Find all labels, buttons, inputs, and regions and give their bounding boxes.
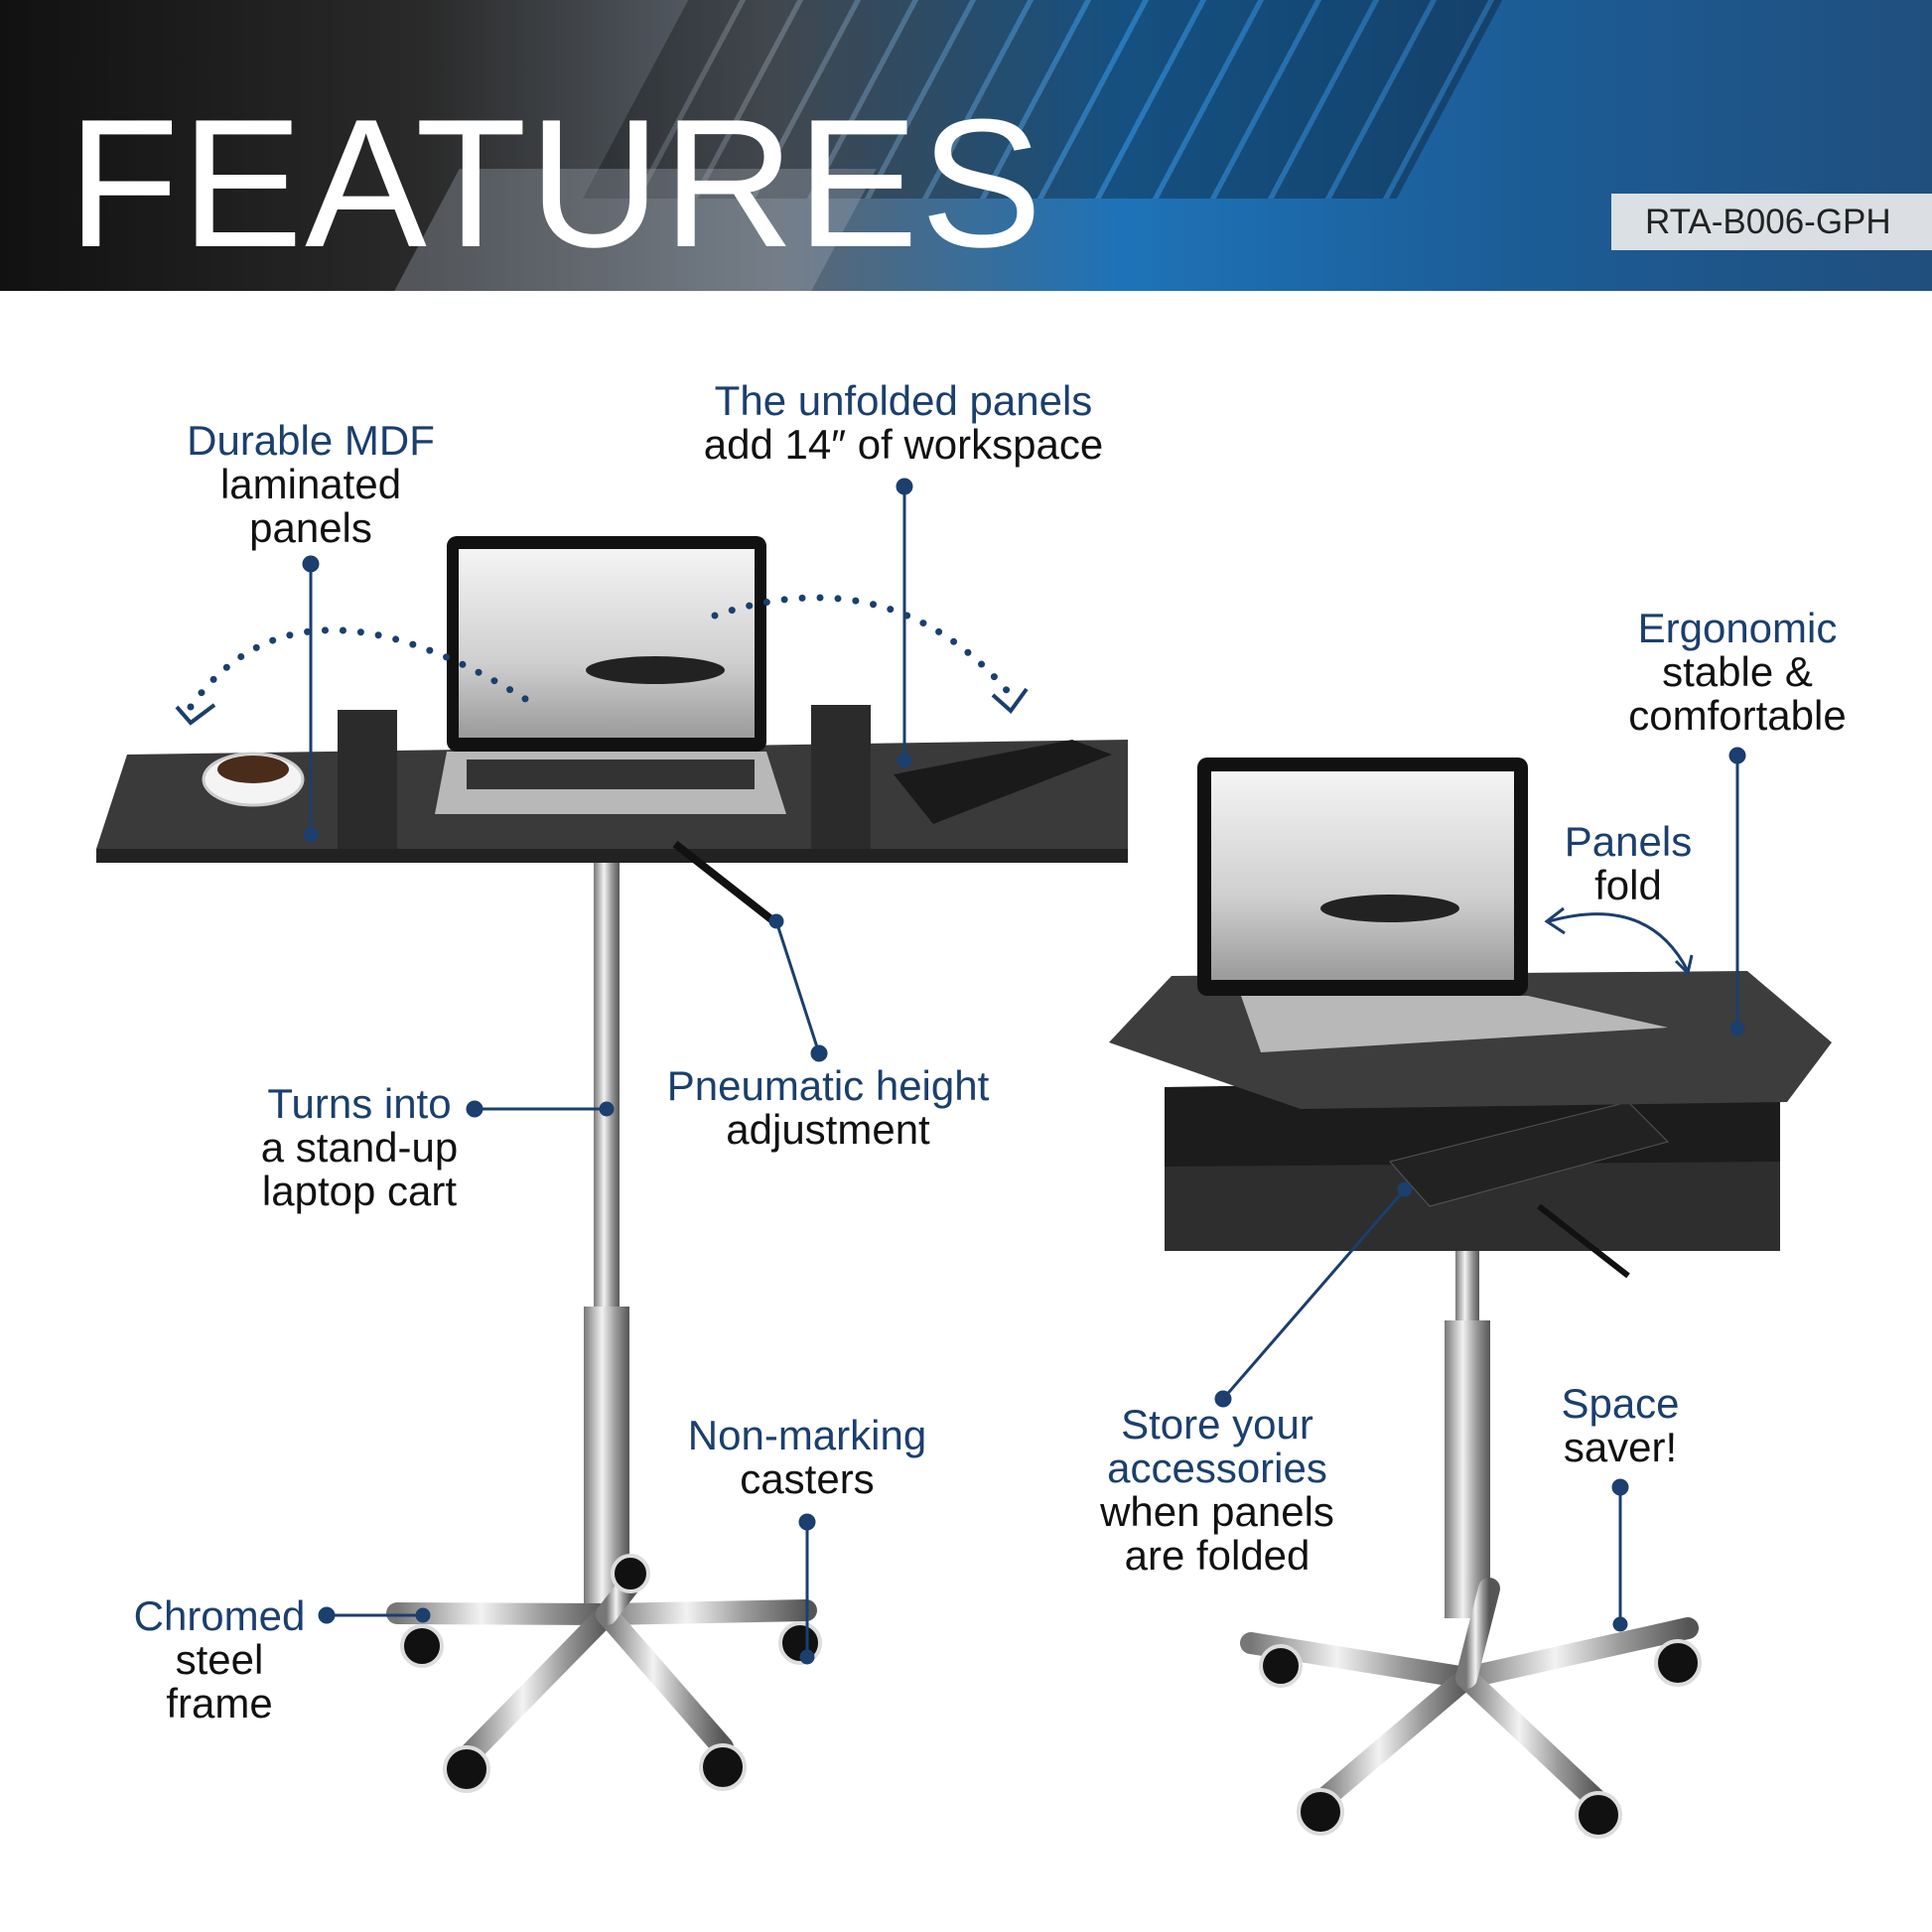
callout-casters: Non-marking casters <box>688 1414 926 1501</box>
callout-highlight: Panels <box>1564 818 1693 865</box>
model-number-badge: RTA-B006-GPH <box>1611 194 1932 250</box>
caster-wheels <box>400 1554 822 1793</box>
folded-cart <box>1109 758 1832 1839</box>
unfold-arrowheads <box>175 687 1029 726</box>
callout-panels-fold: Panels fold <box>1565 820 1692 907</box>
callout-text: adjustment <box>726 1106 930 1153</box>
callout-highlight: Non-marking <box>687 1412 927 1458</box>
callout-text: add 14″ of workspace <box>703 421 1104 468</box>
callout-ergonomic: Ergonomic stable & comfortable <box>1628 607 1846 738</box>
callout-text: steel <box>175 1636 264 1683</box>
callout-text: laminated <box>219 461 402 507</box>
callout-highlight: Durable MDF <box>187 417 435 464</box>
callout-durable-mdf: Durable MDF laminated panels <box>187 419 435 550</box>
callout-highlight: Store your <box>1121 1401 1313 1448</box>
callout-highlight: Turns into <box>267 1080 452 1127</box>
callout-highlight: The unfolded panels <box>714 377 1093 424</box>
callout-highlight: Chromed <box>133 1592 306 1639</box>
leader-lines <box>302 478 1746 1665</box>
callout-unfolded-panels: The unfolded panels add 14″ of workspace <box>704 379 1103 467</box>
page-title: FEATURES <box>68 80 1044 285</box>
callout-text: frame <box>166 1680 273 1726</box>
callout-text: are folded <box>1124 1532 1311 1579</box>
callout-highlight: Ergonomic <box>1637 605 1838 651</box>
callout-highlight: Space <box>1561 1380 1680 1427</box>
callout-store-accessories: Store your accessories when panels are f… <box>1100 1403 1334 1578</box>
callout-text: laptop cart <box>261 1168 458 1214</box>
callout-space-saver: Space saver! <box>1561 1382 1679 1469</box>
callout-text: fold <box>1594 862 1662 908</box>
fold-arrow-icon <box>1544 906 1694 976</box>
callout-text: casters <box>740 1455 875 1502</box>
callout-highlight: accessories <box>1107 1445 1327 1491</box>
callout-text: a stand-up <box>260 1124 459 1171</box>
callout-stand-up-cart: Turns into a stand-up laptop cart <box>261 1082 458 1213</box>
callout-text: when panels <box>1100 1488 1334 1535</box>
callout-text: comfortable <box>1628 692 1847 739</box>
callout-highlight: Pneumatic height <box>666 1062 990 1109</box>
callout-text: panels <box>249 504 372 551</box>
callout-text: stable & <box>1662 648 1813 695</box>
callout-pneumatic: Pneumatic height adjustment <box>667 1064 990 1152</box>
header-banner: FEATURES RTA-B006-GPH <box>0 0 1932 291</box>
callout-chromed-frame: Chromed steel frame <box>134 1594 306 1725</box>
callout-text: saver! <box>1563 1424 1678 1470</box>
